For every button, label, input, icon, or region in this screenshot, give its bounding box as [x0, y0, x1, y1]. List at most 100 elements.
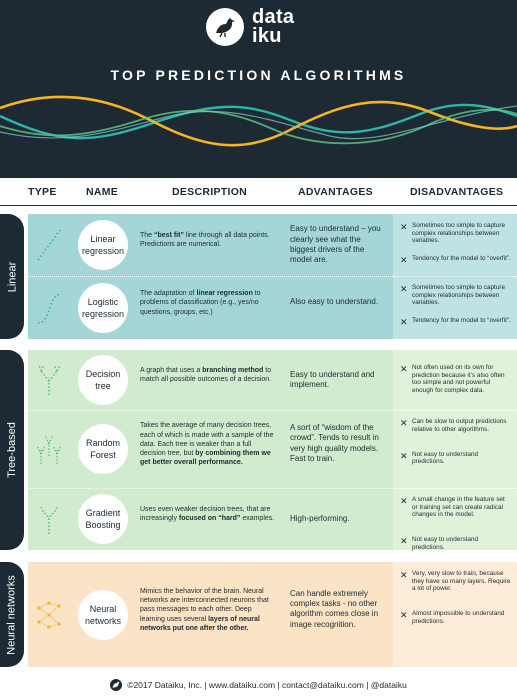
- algorithm-name-line-1: Gradient: [85, 508, 121, 518]
- gradient-boosting-icon: [36, 502, 62, 541]
- algorithm-row-linear-regression: Linear regression The “best fit” line thro…: [0, 214, 517, 276]
- description-segment: focused on “hard”: [178, 515, 241, 523]
- x-icon: ✕: [400, 536, 408, 547]
- description-segment: layers of neural networks put one after …: [140, 615, 260, 632]
- description-segment: by combining them we get better overall …: [140, 450, 271, 467]
- algorithm-advantages: A sort of “wisdom of the crowd”. Tends t…: [290, 423, 379, 464]
- description-segment: line through all data points. Prediction…: [140, 232, 270, 249]
- x-icon: ✕: [400, 570, 408, 580]
- x-icon: ✕: [400, 254, 408, 265]
- header-divider: [0, 205, 517, 206]
- x-icon: ✕: [400, 418, 408, 428]
- band-tree-based-disadvantages: [393, 350, 517, 550]
- algorithm-name-line-1: Random: [85, 438, 121, 448]
- disadvantage-item: Tendency for the model to “overfit”.: [412, 254, 511, 262]
- disadvantage-item: Tendency for the model to “overfit”.: [412, 316, 511, 324]
- algorithm-advantages: Can handle extremely complex tasks - no …: [290, 588, 379, 629]
- algorithm-name-line-2: networks: [84, 615, 121, 626]
- algorithm-description: Mimics the behavior of the brain. Neural…: [140, 587, 278, 633]
- description-segment: linear regression: [196, 290, 253, 298]
- description-segment: branching method: [202, 367, 264, 375]
- algorithm-description: The adaptation of linear regression to p…: [140, 289, 278, 317]
- algorithm-name-line-2: regression: [81, 246, 125, 256]
- row-divider: [28, 410, 517, 411]
- dataiku-logo: data iku: [206, 6, 294, 48]
- logo-line-2: iku: [252, 25, 282, 47]
- page-title: TOP PREDICTION ALGORITHMS: [110, 67, 407, 83]
- algorithm-advantages: Easy to understand – you clearly see wha…: [290, 224, 381, 265]
- algorithm-advantages: High-performing.: [290, 513, 350, 523]
- linear-line-icon: [36, 228, 62, 267]
- description-segment: “best fit”: [154, 232, 184, 240]
- description-segment: The: [140, 232, 155, 240]
- description-segment: Uses even weaker decision trees, that ar…: [140, 506, 271, 523]
- algorithm-description: A graph that uses a branching method to …: [140, 366, 278, 384]
- description-segment: examples.: [240, 515, 275, 523]
- category-tab-neural-networks: Neural networks: [0, 562, 24, 667]
- algorithm-name-line-2: regression: [81, 308, 125, 319]
- algorithm-name-line-1: Linear: [90, 234, 116, 244]
- neural-network-icon: [36, 598, 62, 637]
- disadvantage-item: Not often used on its own for prediction…: [412, 364, 505, 394]
- column-header-type: TYPE: [28, 186, 57, 198]
- algorithm-name-line-1: Neural: [89, 603, 117, 614]
- algorithm-description: Takes the average of many decision trees…: [140, 421, 278, 467]
- disadvantage-item: Can be slow to output predictions relati…: [412, 418, 507, 433]
- algorithm-row-decision-tree: Decision tree A graph that uses a branchin…: [0, 350, 517, 410]
- description-segment: A graph that uses a: [140, 367, 203, 375]
- algorithm-name-line-2: Boosting: [85, 520, 121, 530]
- algorithm-advantages: Also easy to understand.: [290, 297, 379, 307]
- category-tab-tree-based: Tree-based: [0, 350, 24, 550]
- decision-tree-icon: [36, 363, 62, 402]
- description-segment: The adaptation of: [140, 290, 197, 298]
- x-icon: ✕: [400, 364, 408, 374]
- column-header-disadvantages: DISADVANTAGES: [410, 186, 504, 198]
- x-icon: ✕: [400, 316, 408, 327]
- x-icon: ✕: [400, 222, 408, 232]
- x-icon: ✕: [400, 284, 408, 294]
- footer: ©2017 Dataiku, Inc. | www.dataiku.com | …: [0, 674, 517, 696]
- description-segment: to match all possible outcomes of a deci…: [140, 367, 272, 384]
- algorithm-description: Uses even weaker decision trees, that ar…: [140, 505, 278, 523]
- header-banner: data iku TOP PREDICTION ALGORITHMS: [0, 0, 517, 178]
- logo-wordmark: data iku: [252, 6, 295, 47]
- footer-text: ©2017 Dataiku, Inc. | www.dataiku.com | …: [127, 680, 407, 690]
- algorithm-name-line-2: Forest: [90, 450, 116, 460]
- random-forest-icon: [36, 432, 62, 471]
- algorithm-name-line-2: tree: [95, 381, 111, 391]
- row-divider: [28, 488, 517, 489]
- algorithm-name: Linear regression: [78, 220, 128, 270]
- row-divider: [28, 276, 517, 277]
- logistic-curve-icon: [36, 291, 62, 330]
- x-icon: ✕: [400, 610, 408, 621]
- disadvantage-item: A small change in the feature set or tra…: [412, 496, 505, 519]
- description-segment: Takes the average of many decision trees…: [140, 422, 274, 457]
- x-icon: ✕: [400, 450, 408, 461]
- logo-line-1: data: [252, 6, 295, 28]
- disadvantage-item: Not easy to understand predictions.: [412, 450, 479, 466]
- disadvantage-item: Sometimes too simple to capture complex …: [412, 222, 506, 245]
- bird-logo-icon-small: [110, 679, 123, 691]
- column-header-description: DESCRIPTION: [172, 186, 248, 198]
- algorithm-name-line-1: Decision: [85, 369, 121, 379]
- decorative-waves: [0, 95, 517, 147]
- algorithm-advantages: Easy to understand and implement.: [290, 369, 375, 389]
- disadvantage-item: Not easy to understand predictions.: [412, 536, 479, 551]
- description-segment: to problems of classification (e.g., yes…: [140, 290, 261, 316]
- disadvantage-item: Very, very slow to train, because they h…: [412, 570, 511, 593]
- disadvantage-item: Almost impossible to understand predicti…: [412, 610, 505, 625]
- bird-logo-icon: [206, 8, 244, 46]
- column-header-name: NAME: [86, 186, 119, 198]
- category-tab-linear: Linear: [0, 214, 24, 339]
- column-header-advantages: ADVANTAGES: [298, 186, 373, 198]
- x-icon: ✕: [400, 496, 408, 506]
- algorithm-description: The “best fit” line through all data poi…: [140, 231, 278, 249]
